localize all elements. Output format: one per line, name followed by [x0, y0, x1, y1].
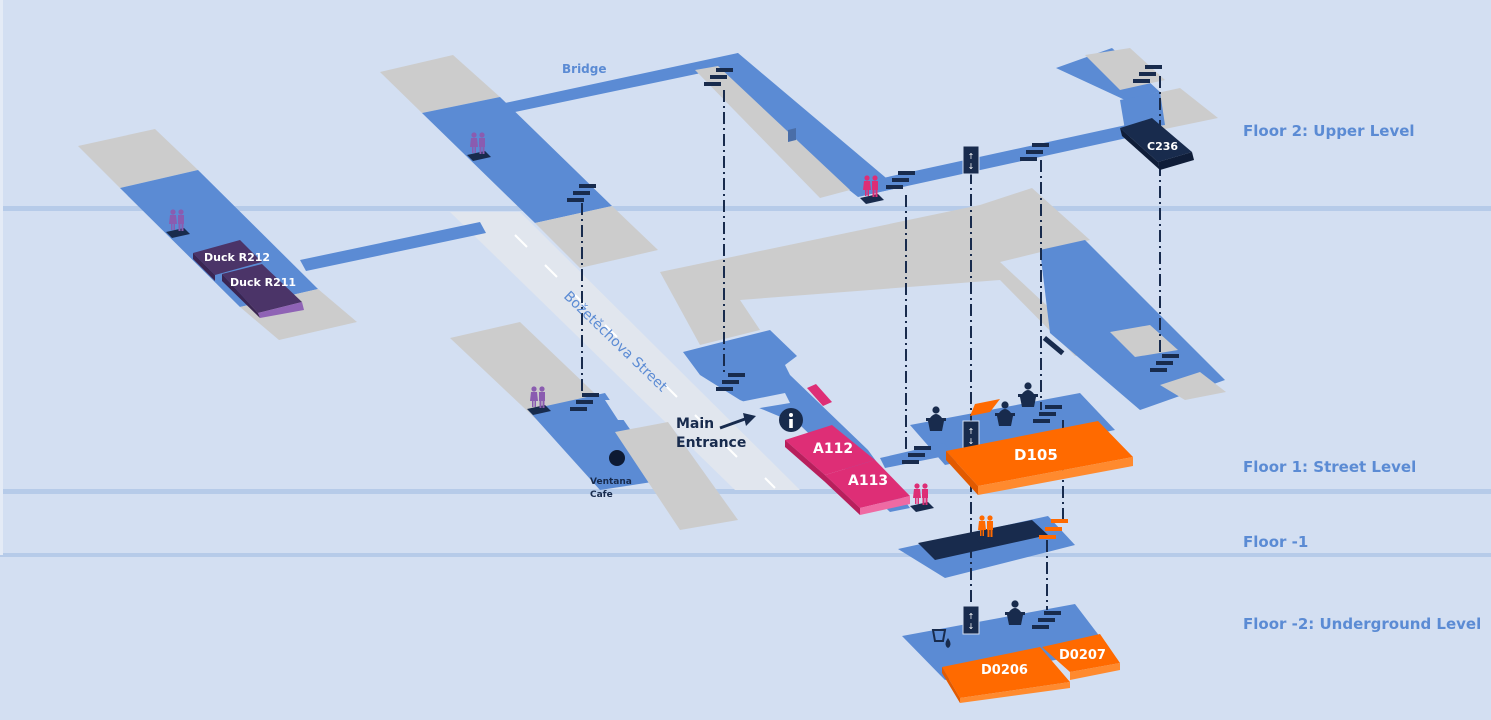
- main-entrance-label-line2: Entrance: [676, 435, 746, 451]
- svg-text:↓: ↓: [968, 622, 975, 631]
- restroom-icon: [910, 483, 934, 512]
- stairs-icon: [567, 184, 596, 202]
- street: [450, 212, 800, 490]
- corridor: [902, 604, 1110, 680]
- elevator-icon: ↑↓: [962, 145, 980, 175]
- room-c236[interactable]: [1120, 118, 1194, 170]
- room-label-duck-r211: Duck R211: [230, 276, 296, 289]
- stairs-icon: [716, 373, 745, 391]
- building-gray: [615, 422, 738, 530]
- stairs-icon: [1032, 611, 1061, 629]
- building-gray: [450, 322, 610, 423]
- room-label-duck-r212: Duck R212: [204, 251, 270, 264]
- stairs-icon-orange: [1039, 519, 1068, 539]
- svg-text:↑: ↑: [968, 152, 975, 161]
- room-label-c236: C236: [1147, 140, 1178, 153]
- svg-text:↓: ↓: [968, 437, 975, 446]
- room-duck-r211[interactable]: [222, 264, 304, 318]
- floor-label-floor-1: Floor 1: Street Level: [1243, 458, 1417, 476]
- stairs-icon: [570, 393, 599, 411]
- stairs-group: [567, 65, 1179, 629]
- main-entrance-label-line1: Main: [676, 416, 714, 432]
- corridor: [910, 393, 1115, 465]
- room-d0206[interactable]: [942, 647, 1070, 703]
- building-gray: [695, 66, 850, 198]
- corridor: [695, 53, 898, 197]
- corridor: [528, 393, 665, 490]
- stairs-icon: [1150, 354, 1179, 372]
- corridor-connector: [300, 222, 486, 271]
- street-surface: [450, 212, 800, 490]
- room-a112[interactable]: [785, 425, 875, 482]
- floor-minus1: [898, 516, 1075, 578]
- room-label-d0207: D0207: [1059, 648, 1106, 663]
- room-label-a113: A113: [848, 473, 888, 489]
- door: [1042, 336, 1065, 356]
- floor-label-floor-minus-1: Floor -1: [1243, 533, 1309, 551]
- bridge-label: Bridge: [562, 62, 607, 76]
- door-accent: [807, 384, 832, 406]
- separator-floor-1: [0, 553, 1491, 557]
- building-gray: [1160, 372, 1226, 400]
- stairs-icon: [886, 171, 915, 189]
- stairs-icon: [1133, 65, 1162, 83]
- stairs-icon: [1020, 143, 1049, 161]
- room-label-d105: D105: [1014, 446, 1058, 464]
- rooms: [193, 118, 1194, 703]
- floor-label-floor-2: Floor 2: Upper Level: [1243, 122, 1415, 140]
- notch: [740, 393, 790, 410]
- left-edge: [0, 0, 3, 555]
- info-icon[interactable]: [779, 408, 803, 432]
- svg-text:↓: ↓: [968, 162, 975, 171]
- bridge-corridor: [505, 53, 744, 112]
- svg-text:↑: ↑: [968, 427, 975, 436]
- building-gray: [380, 55, 500, 113]
- svg-text:↑: ↑: [968, 612, 975, 621]
- elevators: ↑↓ ↑↓ ↑↓: [962, 145, 980, 635]
- arrow-icon: [719, 413, 756, 430]
- door: [788, 128, 796, 142]
- floor-separators: [0, 0, 1491, 557]
- room-label-d0206: D0206: [981, 663, 1028, 678]
- stairs-icon: [704, 68, 733, 86]
- stairs-icon: [902, 446, 931, 464]
- building-gray: [535, 206, 658, 268]
- vertical-connectors: [581, 76, 1161, 610]
- elevator-icon: ↑↓: [962, 420, 980, 450]
- street-dashes: [514, 234, 776, 489]
- cafe-marker-icon[interactable]: [609, 450, 625, 466]
- cafe-label-line2: Cafe: [590, 490, 613, 500]
- stairs-icon: [1033, 405, 1062, 423]
- building-gray: [78, 129, 198, 188]
- corridor: [1040, 240, 1225, 410]
- separator-floor2: [0, 206, 1491, 211]
- building-gray: [660, 188, 1115, 356]
- notch: [605, 400, 628, 420]
- room-d0207[interactable]: [1042, 634, 1120, 680]
- elevator-icon: ↑↓: [962, 605, 980, 635]
- room-a113[interactable]: [825, 460, 910, 515]
- separator-floor1: [0, 489, 1491, 494]
- room-duck-r212[interactable]: [193, 240, 262, 281]
- room-label-a112: A112: [813, 441, 853, 457]
- corridor: [422, 97, 612, 223]
- corridor: [860, 122, 1145, 195]
- cafe-label-line1: Ventana: [590, 477, 632, 487]
- floor-minus2: [902, 604, 1110, 680]
- water-icon: [931, 629, 951, 648]
- room-d105[interactable]: [946, 399, 1133, 495]
- floor-label-floor-minus-2: Floor -2: Underground Level: [1243, 615, 1482, 633]
